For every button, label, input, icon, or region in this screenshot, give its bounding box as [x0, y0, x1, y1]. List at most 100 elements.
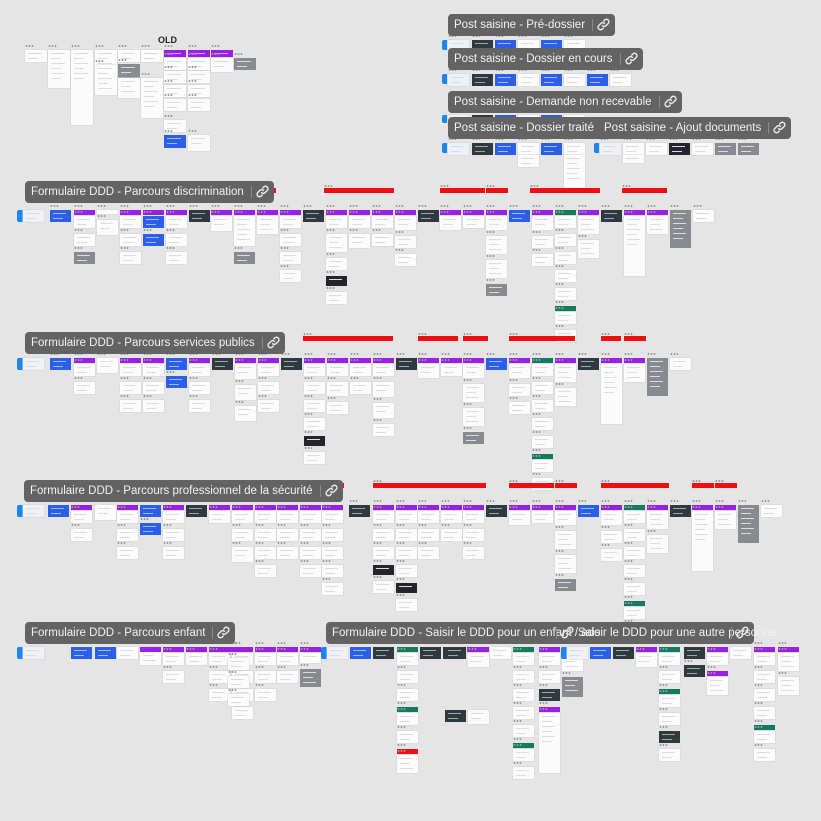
frame-menu-dots[interactable] [74, 247, 83, 249]
screen-frame[interactable] [258, 364, 279, 376]
frame-menu-dots[interactable] [539, 684, 548, 686]
frame-menu-dots[interactable] [486, 211, 495, 213]
frame-menu-dots[interactable] [300, 542, 309, 544]
screen-frame[interactable] [280, 234, 301, 246]
screen-frame[interactable] [300, 565, 321, 577]
frame-menu-dots[interactable] [396, 578, 405, 580]
frame-menu-dots[interactable] [280, 247, 289, 249]
frame-menu-dots[interactable] [513, 648, 522, 650]
frame-menu-dots[interactable] [327, 359, 336, 361]
frame-menu-dots[interactable] [164, 66, 173, 68]
frame-menu-dots[interactable] [255, 648, 264, 650]
frame-menu-dots[interactable] [74, 211, 83, 213]
frame-menu-dots[interactable] [395, 205, 404, 207]
screen-frame[interactable] [23, 647, 44, 659]
screen-frame[interactable] [117, 505, 138, 510]
screen-frame[interactable] [97, 220, 118, 235]
frame-menu-dots[interactable] [624, 596, 633, 598]
screen-frame[interactable] [555, 306, 576, 311]
frame-menu-dots[interactable] [164, 45, 173, 47]
screen-frame[interactable] [468, 653, 489, 667]
screen-frame[interactable] [188, 58, 210, 70]
screen-frame[interactable] [567, 647, 588, 659]
frame-menu-dots[interactable] [495, 138, 504, 140]
frame-menu-dots[interactable] [120, 211, 129, 213]
frame-menu-dots[interactable] [300, 560, 309, 562]
screen-frame[interactable] [730, 647, 751, 659]
screen-frame[interactable] [486, 505, 507, 517]
frame-menu-dots[interactable] [463, 506, 472, 508]
screen-frame[interactable] [235, 385, 256, 400]
screen-frame[interactable] [141, 50, 163, 62]
frame-menu-dots[interactable] [395, 231, 404, 233]
frame-menu-dots[interactable] [541, 69, 550, 71]
screen-frame[interactable] [140, 523, 161, 535]
screen-frame[interactable] [373, 483, 486, 488]
screen-frame[interactable] [623, 143, 644, 155]
screen-frame[interactable] [463, 505, 484, 510]
screen-frame[interactable] [486, 358, 507, 370]
screen-frame[interactable] [255, 547, 276, 559]
link-icon[interactable] [663, 94, 678, 109]
screen-frame[interactable] [48, 505, 69, 517]
screen-frame[interactable] [396, 565, 417, 577]
frame-menu-dots[interactable] [624, 359, 633, 361]
screen-frame[interactable] [304, 418, 325, 430]
frame-menu-dots[interactable] [209, 506, 218, 508]
screen-frame[interactable] [532, 436, 553, 448]
screen-frame[interactable] [624, 210, 645, 215]
frame-menu-dots[interactable] [601, 359, 610, 361]
frame-menu-dots[interactable] [754, 666, 763, 668]
frame-menu-dots[interactable] [300, 506, 309, 508]
frame-menu-dots[interactable] [472, 69, 481, 71]
screen-frame[interactable] [647, 535, 668, 553]
frame-menu-dots[interactable] [624, 205, 633, 207]
screen-frame[interactable] [578, 358, 599, 370]
frame-menu-dots[interactable] [495, 69, 504, 71]
frame-menu-dots[interactable] [258, 353, 267, 355]
frame-menu-dots[interactable] [304, 431, 313, 433]
frame-menu-dots[interactable] [255, 524, 264, 526]
frame-menu-dots[interactable] [532, 211, 541, 213]
screen-frame[interactable] [186, 653, 207, 665]
frame-menu-dots[interactable] [513, 684, 522, 686]
frame-menu-dots[interactable] [304, 447, 313, 449]
screen-frame[interactable] [684, 665, 705, 677]
screen-frame[interactable] [373, 565, 394, 575]
screen-frame[interactable] [692, 511, 713, 571]
frame-menu-dots[interactable] [350, 359, 359, 361]
screen-frame[interactable] [659, 689, 680, 694]
link-icon[interactable] [560, 625, 575, 640]
frame-menu-dots[interactable] [539, 648, 548, 650]
screen-frame[interactable] [539, 689, 560, 701]
frame-menu-dots[interactable] [143, 395, 152, 397]
screen-frame[interactable] [228, 647, 249, 652]
screen-frame[interactable] [659, 749, 680, 761]
screen-frame[interactable] [277, 511, 298, 523]
frame-menu-dots[interactable] [555, 526, 564, 528]
screen-frame[interactable] [373, 511, 394, 523]
frame-menu-dots[interactable] [623, 138, 632, 140]
frame-menu-dots[interactable] [441, 524, 450, 526]
link-icon[interactable] [596, 17, 611, 32]
screen-frame[interactable] [300, 511, 321, 523]
frame-menu-dots[interactable] [440, 205, 449, 207]
frame-menu-dots[interactable] [304, 353, 313, 355]
flow-label-saisir-group[interactable]: Formulaire DDD - Saisir le DDD pour un e… [326, 622, 776, 644]
screen-frame[interactable] [166, 376, 187, 388]
frame-menu-dots[interactable] [209, 666, 218, 668]
screen-frame[interactable] [228, 658, 249, 670]
screen-frame[interactable] [624, 216, 645, 276]
frame-menu-dots[interactable] [441, 506, 450, 508]
frame-menu-dots[interactable] [396, 500, 405, 502]
screen-frame[interactable] [304, 400, 325, 412]
link-icon[interactable] [324, 483, 339, 498]
screen-frame[interactable] [463, 358, 484, 363]
screen-frame[interactable] [397, 707, 418, 712]
frame-menu-dots[interactable] [486, 185, 495, 187]
frame-menu-dots[interactable] [693, 205, 702, 207]
screen-frame[interactable] [647, 511, 668, 529]
frame-menu-dots[interactable] [322, 506, 331, 508]
frame-menu-dots[interactable] [418, 524, 427, 526]
screen-frame[interactable] [754, 689, 775, 701]
